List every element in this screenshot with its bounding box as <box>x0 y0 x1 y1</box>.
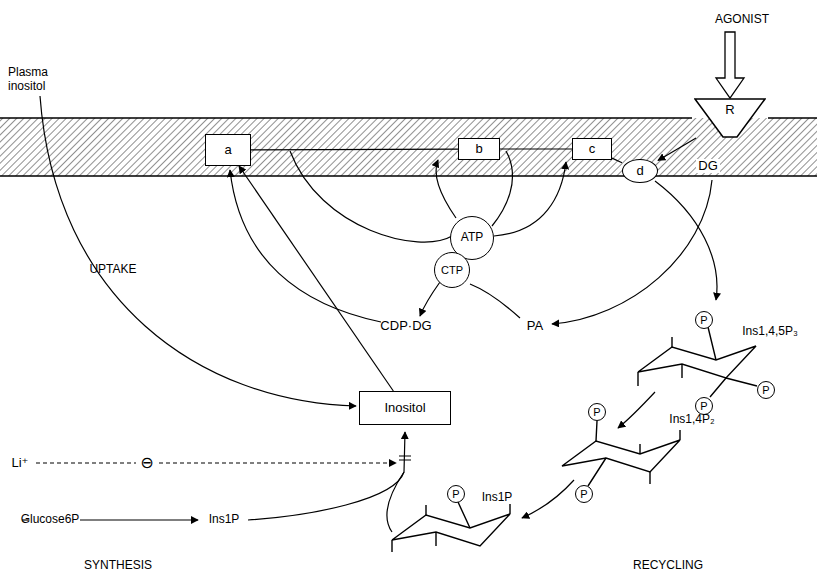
node-text: Inositol <box>384 401 425 415</box>
ring-bonds <box>638 327 757 397</box>
node-text: P <box>452 488 459 500</box>
ctp-circle: CTP <box>434 252 470 288</box>
ring-ip1 <box>392 514 510 546</box>
node-text: P <box>580 488 587 500</box>
node-text: P <box>762 384 769 396</box>
ring-ip2 <box>562 440 680 472</box>
inhibition-sign: ⊖ <box>140 454 153 472</box>
node-text: d <box>636 164 643 178</box>
node-text: R <box>725 103 734 117</box>
pa-label: PA <box>527 319 543 334</box>
loop-line <box>492 151 512 226</box>
uptake-arrow <box>40 96 356 406</box>
receptor: R <box>694 98 766 138</box>
node-text: P <box>700 314 707 326</box>
atp-loops <box>290 151 566 318</box>
ins1p-label: Ins1P <box>209 513 240 527</box>
glucose-label: Glucose6P <box>21 513 80 527</box>
recycling-arrows <box>22 392 655 532</box>
phosphate-circle: P <box>447 485 465 503</box>
loop-line <box>494 162 566 236</box>
connector <box>612 158 622 163</box>
uptake-source: Plasma inositol <box>8 66 74 94</box>
phosphate-circle: P <box>575 485 593 503</box>
lithium-label: Li⁺ <box>12 456 29 471</box>
membrane-edge <box>0 118 817 176</box>
hydrolysis-arrow <box>655 181 717 300</box>
node-text: P <box>700 400 707 412</box>
enzyme-box: a <box>205 134 251 166</box>
section-label: SYNTHESIS <box>84 559 152 573</box>
node-text: a <box>224 143 231 157</box>
ip2-label: Ins1,4P₂ <box>669 413 714 427</box>
enzyme-box: c <box>572 138 612 160</box>
ring-ip3 <box>638 346 756 378</box>
ins1p-label: Ins1P <box>482 491 513 505</box>
connector <box>500 148 572 149</box>
loop-line <box>470 284 520 318</box>
inositol-rings <box>392 327 757 552</box>
dashed-line <box>159 462 396 463</box>
cdpdg-label: CDP·DG <box>380 319 431 334</box>
connector <box>251 148 458 150</box>
cdpdg-arrow <box>230 170 381 322</box>
membrane-hatch <box>0 118 817 176</box>
synthesis-arrow <box>80 519 198 520</box>
connector <box>658 138 696 160</box>
receptor-outline <box>695 99 765 137</box>
enzyme-box: b <box>458 138 500 160</box>
node-text: P <box>593 406 600 418</box>
membrane <box>0 118 817 176</box>
ring-bonds <box>392 502 510 552</box>
node-text: c <box>589 142 596 156</box>
loop-line <box>290 151 452 242</box>
section-label: UPTAKE <box>89 263 136 277</box>
dg-arrow <box>552 180 712 324</box>
connectors <box>239 138 696 391</box>
node-text: b <box>475 142 482 156</box>
section-label: RECYCLING <box>633 559 703 573</box>
loop-line <box>420 282 440 316</box>
agonist-arrow <box>716 32 744 98</box>
phospholipase-ellipse: d <box>622 159 658 183</box>
phosphate-circle: P <box>588 403 606 421</box>
phosphate-circle: P <box>695 311 713 329</box>
inositol-box: Inositol <box>359 391 451 425</box>
recycle-line <box>387 472 404 532</box>
lithium-inhibition <box>36 456 411 463</box>
agonist-label: AGONIST <box>715 13 769 27</box>
recycle-arrow <box>618 392 655 428</box>
block-bar <box>399 456 411 460</box>
node-text: CTP <box>441 264 463 276</box>
loop-line <box>436 160 456 218</box>
connector <box>239 166 393 391</box>
phosphate-circle: P <box>757 381 775 399</box>
synthesis-arrow <box>248 432 405 520</box>
ip3-label: Ins1,4,5P₃ <box>742 325 798 339</box>
ring-bonds <box>588 421 680 486</box>
node-text: ATP <box>461 231 483 244</box>
dashed-line <box>36 462 136 463</box>
dg-label: DG <box>696 159 720 174</box>
recycle-arrow <box>522 480 574 518</box>
